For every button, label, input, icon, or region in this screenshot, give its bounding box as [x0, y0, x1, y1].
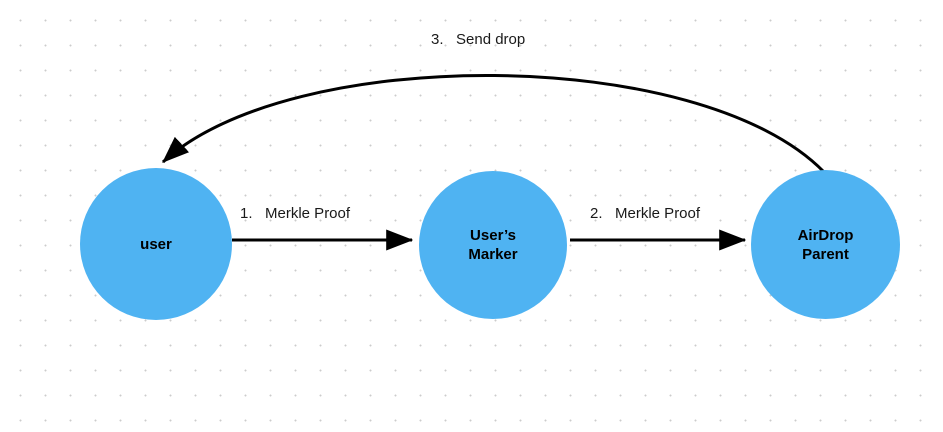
- edge-parent-to-user: [161, 74, 826, 174]
- node-airdrop-parent[interactable]: AirDrop Parent: [751, 170, 900, 319]
- edge-label-merkle-proof-2: 2. Merkle Proof: [590, 205, 701, 222]
- edge-label-send-drop: 3. Send drop: [431, 31, 526, 48]
- node-user[interactable]: user: [80, 168, 232, 320]
- node-users-marker-label: User’s Marker: [468, 227, 518, 263]
- edge-label-merkle-proof-1: 1. Merkle Proof: [240, 205, 351, 222]
- node-user-label: user: [140, 235, 172, 253]
- node-users-marker[interactable]: User’s Marker: [419, 171, 567, 319]
- node-airdrop-parent-label: AirDrop Parent: [797, 226, 854, 263]
